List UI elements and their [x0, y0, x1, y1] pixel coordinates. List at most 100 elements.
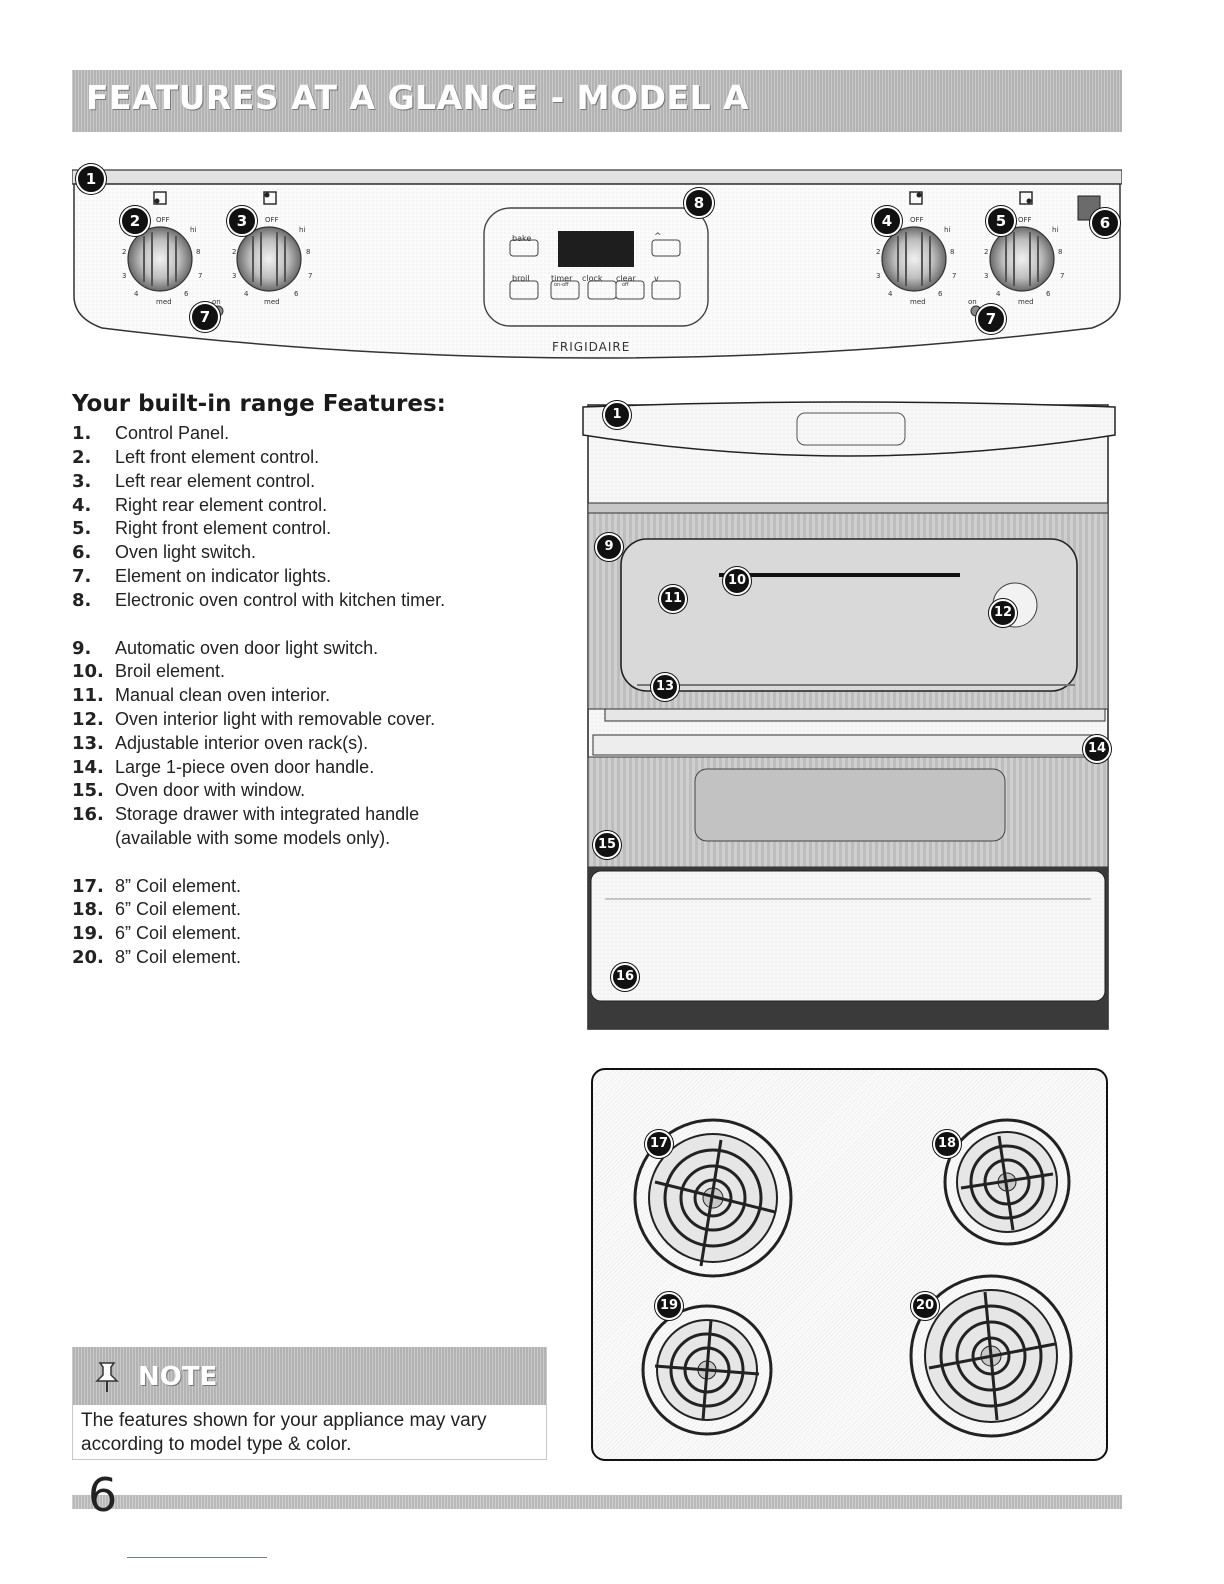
callout-4: 4 — [872, 206, 902, 236]
knob-label-off: OFF — [156, 216, 170, 224]
features-heading: Your built-in range Features: — [72, 391, 446, 417]
callout-7: 7 — [190, 302, 220, 332]
svg-text:8: 8 — [196, 248, 200, 256]
callout-14: 14 — [1083, 735, 1111, 763]
list-item: 6.Oven light switch. — [72, 542, 257, 563]
list-item: 2.Left front element control. — [72, 447, 320, 468]
knob-label-med: med — [1018, 298, 1034, 306]
up-arrow-label: ^ — [654, 232, 662, 242]
note-title: NOTE — [138, 1362, 218, 1392]
callout-20: 20 — [911, 1292, 939, 1320]
clear-button-label: clear — [616, 274, 636, 283]
list-item: 20.8” Coil element. — [72, 947, 242, 968]
knob-label-med: med — [156, 298, 172, 306]
svg-text:3: 3 — [232, 272, 236, 280]
svg-text:6: 6 — [938, 290, 943, 298]
svg-text:3: 3 — [122, 272, 126, 280]
svg-text:7: 7 — [308, 272, 312, 280]
svg-text:7: 7 — [1060, 272, 1064, 280]
list-item: 13.Adjustable interior oven rack(s). — [72, 733, 369, 754]
callout-19: 19 — [655, 1292, 683, 1320]
svg-text:6: 6 — [1046, 290, 1051, 298]
pushpin-icon — [95, 1362, 119, 1392]
callout-2: 2 — [120, 206, 150, 236]
svg-text:2: 2 — [984, 248, 988, 256]
knob-label-hi: hi — [190, 226, 197, 234]
knob-label-hi: hi — [299, 226, 306, 234]
svg-text:6: 6 — [294, 290, 299, 298]
list-item: 1.Control Panel. — [72, 423, 230, 444]
callout-13: 13 — [651, 673, 679, 701]
clock-button-label: clock — [582, 274, 603, 283]
footer-link-underline — [127, 1557, 267, 1558]
svg-text:8: 8 — [306, 248, 310, 256]
page-title: FEATURES AT A GLANCE - MODEL A — [86, 78, 750, 117]
callout-15: 15 — [593, 831, 621, 859]
knob-label-med: med — [264, 298, 280, 306]
svg-text:8: 8 — [1058, 248, 1062, 256]
svg-text:7: 7 — [198, 272, 202, 280]
callout-17: 17 — [645, 1130, 673, 1158]
callout-16: 16 — [611, 963, 639, 991]
list-item-continuation: (available with some models only). — [115, 828, 391, 848]
note-body: The features shown for your appliance ma… — [72, 1405, 547, 1460]
knob-label-hi: hi — [1052, 226, 1059, 234]
svg-text:3: 3 — [984, 272, 988, 280]
callout-12: 12 — [989, 599, 1017, 627]
range-front-drawing — [582, 401, 1116, 1030]
svg-text:3: 3 — [876, 272, 880, 280]
callout-3: 3 — [227, 206, 257, 236]
svg-text:4: 4 — [134, 290, 139, 298]
timer-sub-label: on-off — [554, 282, 569, 288]
callout-11: 11 — [659, 585, 687, 613]
list-item: 17.8” Coil element. — [72, 876, 242, 897]
svg-text:8: 8 — [950, 248, 954, 256]
list-item: 4.Right rear element control. — [72, 495, 328, 516]
timer-button-label: timer — [551, 274, 573, 283]
callout-7: 7 — [976, 304, 1006, 334]
broil-button-label: broil — [512, 274, 530, 283]
knob-label-hi: hi — [944, 226, 951, 234]
footer-bar — [72, 1495, 1122, 1509]
knob-label-off: OFF — [910, 216, 924, 224]
list-item: 10.Broil element. — [72, 661, 226, 682]
range-front-illustration: 1 9 10 11 12 13 14 15 16 — [575, 397, 1122, 1032]
list-item: 18.6” Coil element. — [72, 899, 242, 920]
knob-label-off: OFF — [1018, 216, 1032, 224]
list-item: 3.Left rear element control. — [72, 471, 316, 492]
list-item: 5.Right front element control. — [72, 518, 332, 539]
list-item: 14.Large 1-piece oven door handle. — [72, 757, 375, 778]
callout-8: 8 — [684, 188, 714, 218]
callout-5: 5 — [986, 206, 1016, 236]
callout-1: 1 — [76, 164, 106, 194]
knob-label-on: on — [968, 298, 977, 306]
svg-text:2: 2 — [232, 248, 236, 256]
header-banner: FEATURES AT A GLANCE - MODEL A — [72, 70, 1122, 132]
cooktop-drawing — [633, 1118, 1073, 1438]
list-item: 9.Automatic oven door light switch. — [72, 638, 379, 659]
page-number: 6 — [88, 1468, 118, 1522]
list-item: 7.Element on indicator lights. — [72, 566, 332, 587]
note-header: NOTE — [72, 1347, 547, 1405]
svg-text:6: 6 — [184, 290, 189, 298]
list-item: 19.6” Coil element. — [72, 923, 242, 944]
knob-label-off: OFF — [265, 216, 279, 224]
svg-text:4: 4 — [996, 290, 1001, 298]
knob-label-med: med — [910, 298, 926, 306]
svg-text:4: 4 — [888, 290, 893, 298]
cooktop-illustration: 17 18 19 20 — [591, 1068, 1108, 1461]
list-item: 12.Oven interior light with removable co… — [72, 709, 436, 730]
svg-text:2: 2 — [122, 248, 126, 256]
callout-18: 18 — [933, 1130, 961, 1158]
svg-text:7: 7 — [952, 272, 956, 280]
list-item: 16.Storage drawer with integrated handle — [72, 804, 420, 825]
note-box: NOTE The features shown for your applian… — [72, 1347, 547, 1461]
callout-1: 1 — [603, 401, 631, 429]
list-item: 15.Oven door with window. — [72, 780, 306, 801]
note-text: The features shown for your appliance ma… — [81, 1410, 487, 1455]
down-arrow-label: v — [654, 274, 659, 283]
list-item: 8.Electronic oven control with kitchen t… — [72, 590, 446, 611]
callout-10: 10 — [723, 567, 751, 595]
